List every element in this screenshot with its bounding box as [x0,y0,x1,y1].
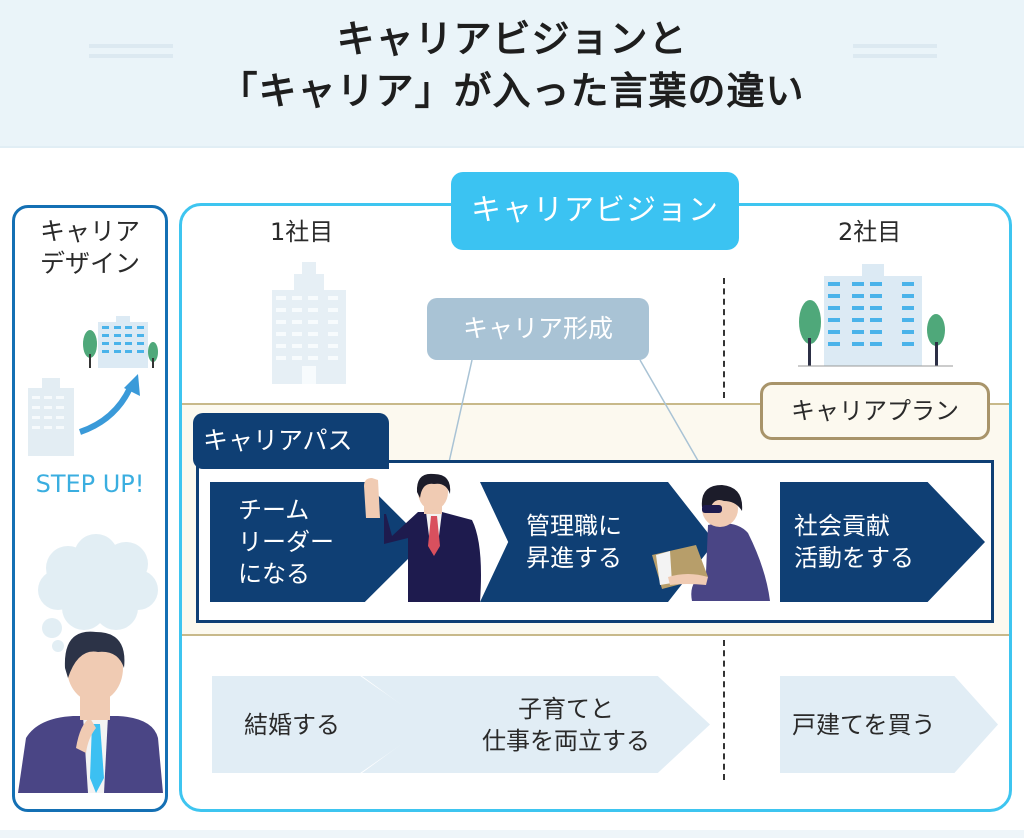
career-formation-label: キャリア形成 [427,298,649,360]
career-step-text: 管理職に [526,512,622,540]
life-event-text: 戸建てを買う [792,710,936,739]
career-design-title-line1: キャリア [39,217,140,246]
thinking-man-illustration [18,534,163,793]
company-1-building-icon [272,262,346,384]
career-vision-label: キャリアビジョン [451,172,739,250]
decorative-line [853,54,937,58]
footer-strip [0,830,1024,838]
career-design-title-line2: デザイン [39,249,140,278]
career-step-text: リーダー [238,528,334,556]
up-arrow-icon [78,386,133,435]
office-building-icon [83,316,158,368]
company-divider-line [723,640,725,780]
career-step-text: チーム [238,496,310,524]
header-banner: キャリアビジョンと 「キャリア」が入った言葉の違い [0,0,1024,148]
life-event-text: 子育てと [518,694,614,723]
career-step-text: になる [238,560,310,588]
thought-bubble-icon [38,534,158,652]
faded-building-icon [28,378,74,456]
decorative-line [89,44,173,48]
page-title-line2: 「キャリア」が入った言葉の違い [219,69,805,113]
page-title-line1: キャリアビジョンと [336,17,688,61]
career-step-text: 社会貢献 [794,512,890,540]
decorative-line [853,44,937,48]
life-event-buy-house: 戸建てを買う [780,676,998,773]
decorative-line [89,54,173,58]
step-up-label: STEP UP! [35,470,145,498]
company-2-building-icon [798,264,953,367]
career-step-text: 昇進する [526,544,622,572]
fist-pump-businessman-icon [362,473,481,602]
step-up-illustration [28,316,158,456]
career-design-title: キャリア デザイン [15,216,165,280]
company-divider-line [723,278,725,398]
career-plan-label: キャリアプラン [760,382,990,440]
company-2-label: 2社目 [838,218,902,246]
businessman-icon [18,631,163,793]
life-event-text: 結婚する [244,710,340,739]
life-event-text: 仕事を両立する [482,726,650,755]
reading-person-icon [652,485,770,601]
career-path-label: キャリアパス [193,413,389,469]
career-step-text: 活動をする [794,544,914,572]
company-1-label: 1社目 [270,218,334,246]
